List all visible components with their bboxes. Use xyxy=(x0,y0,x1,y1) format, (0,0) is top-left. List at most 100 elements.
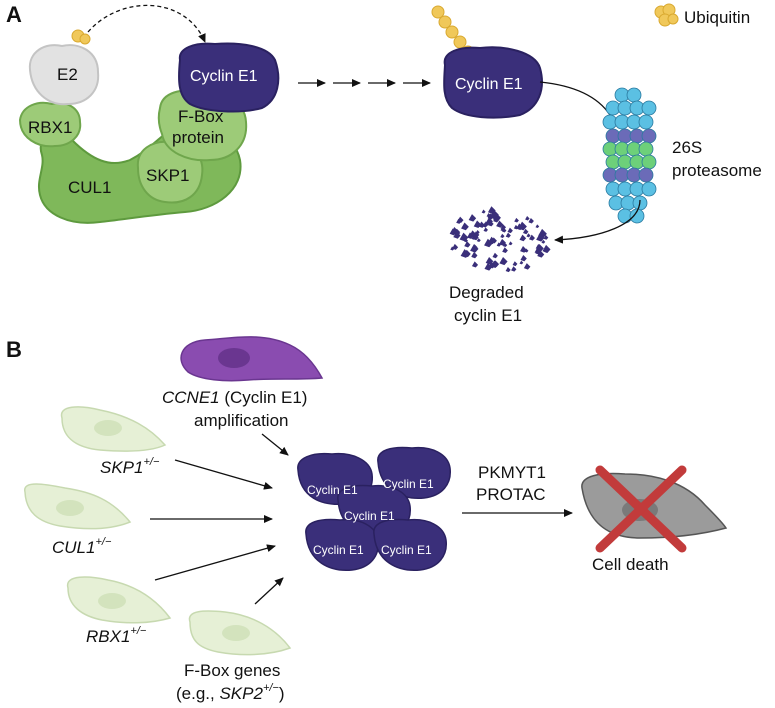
cyclin-fragment xyxy=(535,248,542,255)
cyclin-fragment xyxy=(523,263,531,270)
cyclin-fragment xyxy=(468,214,477,222)
proteasome-subunit xyxy=(641,100,657,116)
cyclin-fragment xyxy=(528,218,534,224)
cyclin-e1-complex-label: Cyclin E1 xyxy=(190,68,258,85)
rbx1-het-cell xyxy=(67,576,172,624)
cyclin-fragment xyxy=(525,215,530,221)
cyclin-fragment xyxy=(454,228,460,235)
cyclin-fragment xyxy=(502,242,508,248)
proteasome-subunit xyxy=(641,154,657,170)
e2-protein xyxy=(28,44,100,106)
degraded-cyclin-fragments xyxy=(449,206,551,273)
cyclin-fragment xyxy=(535,244,544,252)
fbox-het-cell xyxy=(188,610,292,656)
cyclin-fragment xyxy=(471,261,479,268)
ccne1-label-line1: CCNE1 (Cyclin E1) xyxy=(162,388,307,407)
cyclin-fragment xyxy=(492,252,498,259)
cyclin-fragment xyxy=(520,246,527,253)
cyclin-fragment xyxy=(464,238,468,243)
ccne1-amplified-cell xyxy=(180,336,324,382)
cyclin-fragment xyxy=(535,224,540,229)
ubiquitin-legend-label: Ubiquitin xyxy=(684,8,750,27)
cyclin-fragment xyxy=(470,244,479,253)
panel-b-letter: B xyxy=(6,337,22,362)
cyclin-fragment xyxy=(516,223,523,231)
to-proteasome-arrow xyxy=(539,81,611,116)
cyclin-e1-ubiquitinated-label: Cyclin E1 xyxy=(455,76,523,93)
cyclin-fragment xyxy=(528,234,535,241)
cyclin-fragment xyxy=(505,232,511,238)
cyclin-fragment xyxy=(484,262,493,271)
cyclin-fragment xyxy=(485,256,494,265)
cyclin-fragment xyxy=(493,216,500,223)
cyclin-fragment xyxy=(464,241,471,248)
cyclin-fragment xyxy=(502,247,508,253)
proteasome-subunit xyxy=(641,181,657,197)
cyclin-fragment xyxy=(496,242,501,247)
fbox-genes-label-line1: F-Box genes xyxy=(184,661,280,680)
panel-a-letter: A xyxy=(6,2,22,27)
proteasome-subunit xyxy=(629,208,645,224)
ubiquitin-transfer-arrow xyxy=(87,4,206,43)
cluster-label-1: Cyclin E1 xyxy=(307,483,358,497)
input-arrows xyxy=(150,433,289,605)
degraded-label-line2: cyclin E1 xyxy=(454,306,522,325)
cyclin-fragment xyxy=(508,241,513,246)
skp1-het-cell xyxy=(60,406,167,452)
ccne1-label-line2: amplification xyxy=(194,411,289,430)
cyclin-fragment xyxy=(471,251,478,259)
proteasome-label-line1: 26S xyxy=(672,138,702,157)
cyclin-fragment xyxy=(536,233,545,242)
cyclin-fragment xyxy=(511,266,517,272)
cyclin-fragment xyxy=(505,266,511,273)
cyclin-fragment xyxy=(476,238,481,243)
e2-label: E2 xyxy=(57,65,78,84)
proteasome-subunit xyxy=(638,141,654,157)
cul1-label: CUL1 xyxy=(68,178,111,197)
cyclin-fragment xyxy=(541,239,546,244)
cyclin-fragment xyxy=(500,224,507,230)
cluster-label-4: Cyclin E1 xyxy=(313,543,364,557)
skp1-label: SKP1 xyxy=(146,166,189,185)
cyclin-fragment xyxy=(537,250,545,258)
cyclin-fragment xyxy=(526,233,531,238)
cyclin-fragment xyxy=(512,261,518,267)
skp1-het-label: SKP1+/− xyxy=(100,456,160,477)
cyclin-fragment xyxy=(507,227,513,234)
cyclin-fragment xyxy=(522,228,529,235)
cross-icon xyxy=(595,465,687,553)
cyclin-fragment xyxy=(499,256,508,266)
cyclin-fragment xyxy=(500,233,505,239)
cyclin-fragment xyxy=(499,238,506,246)
cyclin-fragment xyxy=(483,227,488,232)
cyclin-e1-complex-protein xyxy=(178,42,280,113)
protac-label-line2: PROTAC xyxy=(476,485,546,504)
cell-death-label: Cell death xyxy=(592,555,669,574)
fbox-protein-label-line2: protein xyxy=(172,128,224,147)
cluster-label-5: Cyclin E1 xyxy=(381,543,432,557)
cyclin-fragment xyxy=(487,220,494,227)
cyclin-fragment xyxy=(481,209,486,214)
cyclin-fragment xyxy=(488,236,496,245)
fbox-protein-label-line1: F-Box xyxy=(178,107,224,126)
proteasome-subunit xyxy=(641,128,657,144)
cyclin-e1-cluster xyxy=(297,446,451,571)
e2-ubiquitin-icon xyxy=(71,29,91,45)
rbx1-het-label: RBX1+/− xyxy=(86,625,147,646)
cyclin-fragment xyxy=(452,243,459,250)
rbx1-protein xyxy=(18,101,82,148)
cyclin-fragment xyxy=(457,216,464,223)
ccne1-cell-nucleus xyxy=(218,348,250,368)
ubiquitin-legend-icon xyxy=(654,3,679,27)
cyclin-fragment xyxy=(514,217,519,223)
cyclin-fragment xyxy=(502,228,507,233)
cluster-cyclin-5 xyxy=(373,518,447,571)
cyclin-fragment xyxy=(472,231,480,238)
cyclin-fragment xyxy=(484,238,493,248)
cyclin-fragment xyxy=(471,235,476,240)
cyclin-fragment xyxy=(543,234,549,240)
proteasome-subunit xyxy=(626,87,642,103)
cyclin-fragment xyxy=(461,222,469,231)
cluster-label-2: Cyclin E1 xyxy=(383,477,434,491)
